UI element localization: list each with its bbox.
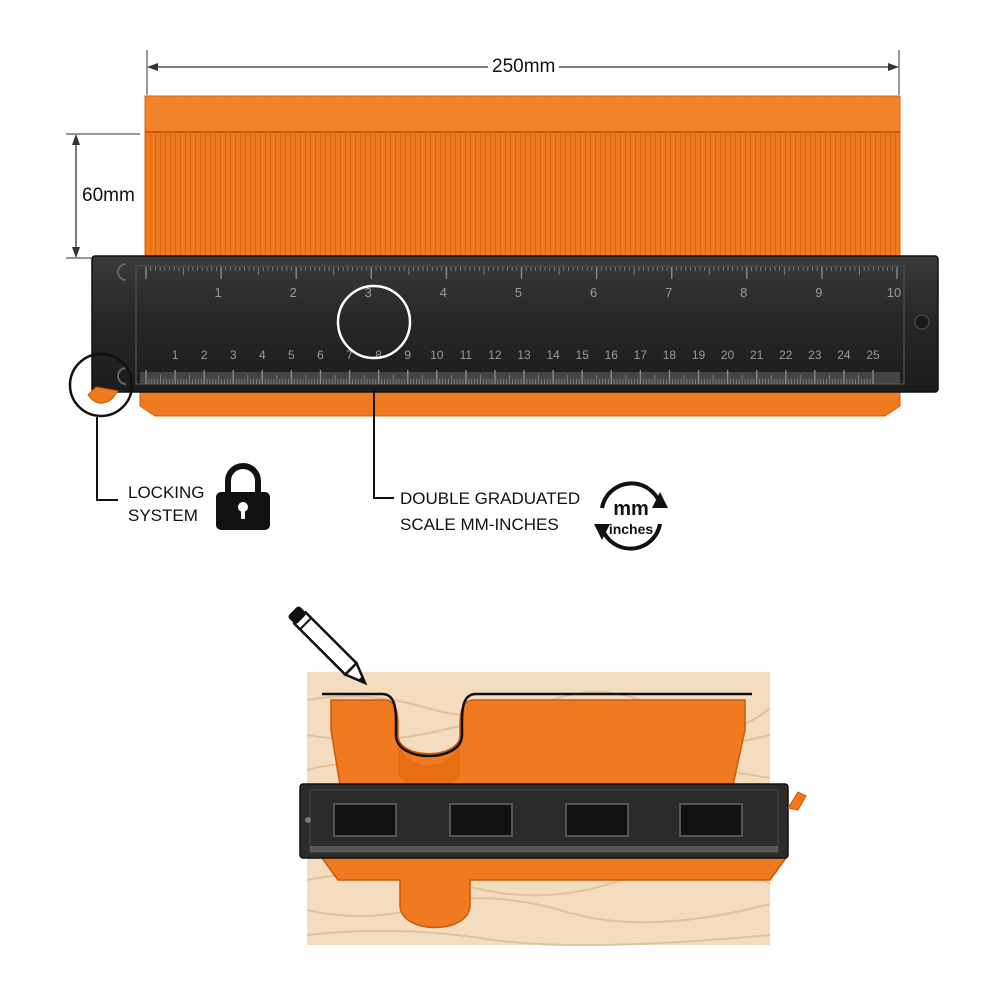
locking-tab (787, 791, 807, 811)
gauge-orange-comb-top (144, 95, 901, 262)
ruler-window (449, 803, 513, 837)
height-dimension-label: 60mm (82, 183, 135, 209)
bottom-scale-number: 14 (546, 348, 560, 362)
ruler-screw-icon (914, 314, 930, 330)
top-scale-number: 8 (740, 285, 747, 300)
bottom-scale-number: 4 (259, 348, 266, 362)
ruler-window (565, 803, 629, 837)
top-scale-ticks (145, 267, 898, 279)
scale-callout-circle (336, 284, 412, 360)
top-scale-number: 4 (440, 285, 447, 300)
lock-callout-line (96, 417, 118, 501)
bottom-scale-number: 21 (750, 348, 764, 362)
usage-scene (288, 606, 807, 947)
unit-badge-mm: mm (613, 498, 649, 520)
pencil-icon (288, 606, 368, 686)
top-scale-number: 6 (590, 285, 597, 300)
bottom-scale-number: 19 (692, 348, 706, 362)
scale-label-line1: DOUBLE GRADUATED (400, 489, 581, 508)
scale-label-line2: SCALE MM-INCHES (400, 515, 559, 534)
top-scale-number: 7 (665, 285, 672, 300)
top-scale-number: 2 (290, 285, 297, 300)
width-dimension-label: 250mm (488, 56, 560, 78)
bottom-scale-number: 2 (201, 348, 208, 362)
bottom-scale-number: 18 (663, 348, 677, 362)
top-scale-number: 10 (887, 285, 901, 300)
bottom-scale-number: 17 (634, 348, 648, 362)
bottom-scale-number: 20 (721, 348, 735, 362)
top-scale-number: 1 (214, 285, 221, 300)
top-scale-number: 3 (365, 285, 372, 300)
scale-callout-line (373, 388, 394, 499)
locking-label-line2: SYSTEM (128, 506, 198, 525)
bottom-scale-number: 6 (317, 348, 324, 362)
ruler-end-notch (117, 263, 127, 281)
gauge-ruler (299, 783, 789, 859)
lock-highlight (68, 352, 134, 501)
bottom-scale-number: 1 (172, 348, 179, 362)
bottom-scale-number: 8 (375, 348, 382, 362)
mm-inches-switch-icon: mm inches (594, 481, 668, 551)
unit-badge-inches: inches (609, 521, 654, 537)
ruler-window (679, 803, 743, 837)
bottom-scale-number: 10 (430, 348, 444, 362)
bottom-scale-number: 16 (605, 348, 619, 362)
top-scale-number: 5 (515, 285, 522, 300)
scale-label: DOUBLE GRADUATED SCALE MM-INCHES (400, 486, 580, 538)
bottom-scale-number: 24 (837, 348, 851, 362)
gauge-profile-top (330, 699, 746, 786)
bottom-scale-number: 11 (460, 348, 473, 362)
bottom-scale-number: 5 (288, 348, 295, 362)
gauge-profile-bottom (320, 857, 788, 929)
bottom-scale-number: 15 (576, 348, 590, 362)
bottom-scale-number: 9 (404, 348, 411, 362)
ruler-end-notch (117, 367, 127, 385)
locking-system-label: LOCKING SYSTEM (128, 481, 205, 527)
padlock-icon (216, 463, 270, 530)
scale-highlight (336, 284, 412, 499)
top-scale-number: 9 (815, 285, 822, 300)
bottom-scale-number: 3 (230, 348, 237, 362)
bottom-scale-number: 12 (488, 348, 502, 362)
locking-label-line1: LOCKING (128, 483, 205, 502)
lock-callout-circle (68, 352, 134, 418)
traced-profile-line (322, 692, 752, 758)
top-scale-numbers: 1 2 3 4 5 6 7 8 9 10 (214, 285, 901, 300)
bottom-scale-number: 23 (808, 348, 822, 362)
bottom-scale-number: 25 (866, 348, 880, 362)
bottom-scale-number: 22 (779, 348, 793, 362)
bottom-scale-ticks (145, 370, 874, 384)
bottom-scale-number: 13 (517, 348, 531, 362)
bottom-scale-number: 7 (346, 348, 353, 362)
locking-tab (87, 386, 119, 404)
ruler-window (333, 803, 397, 837)
